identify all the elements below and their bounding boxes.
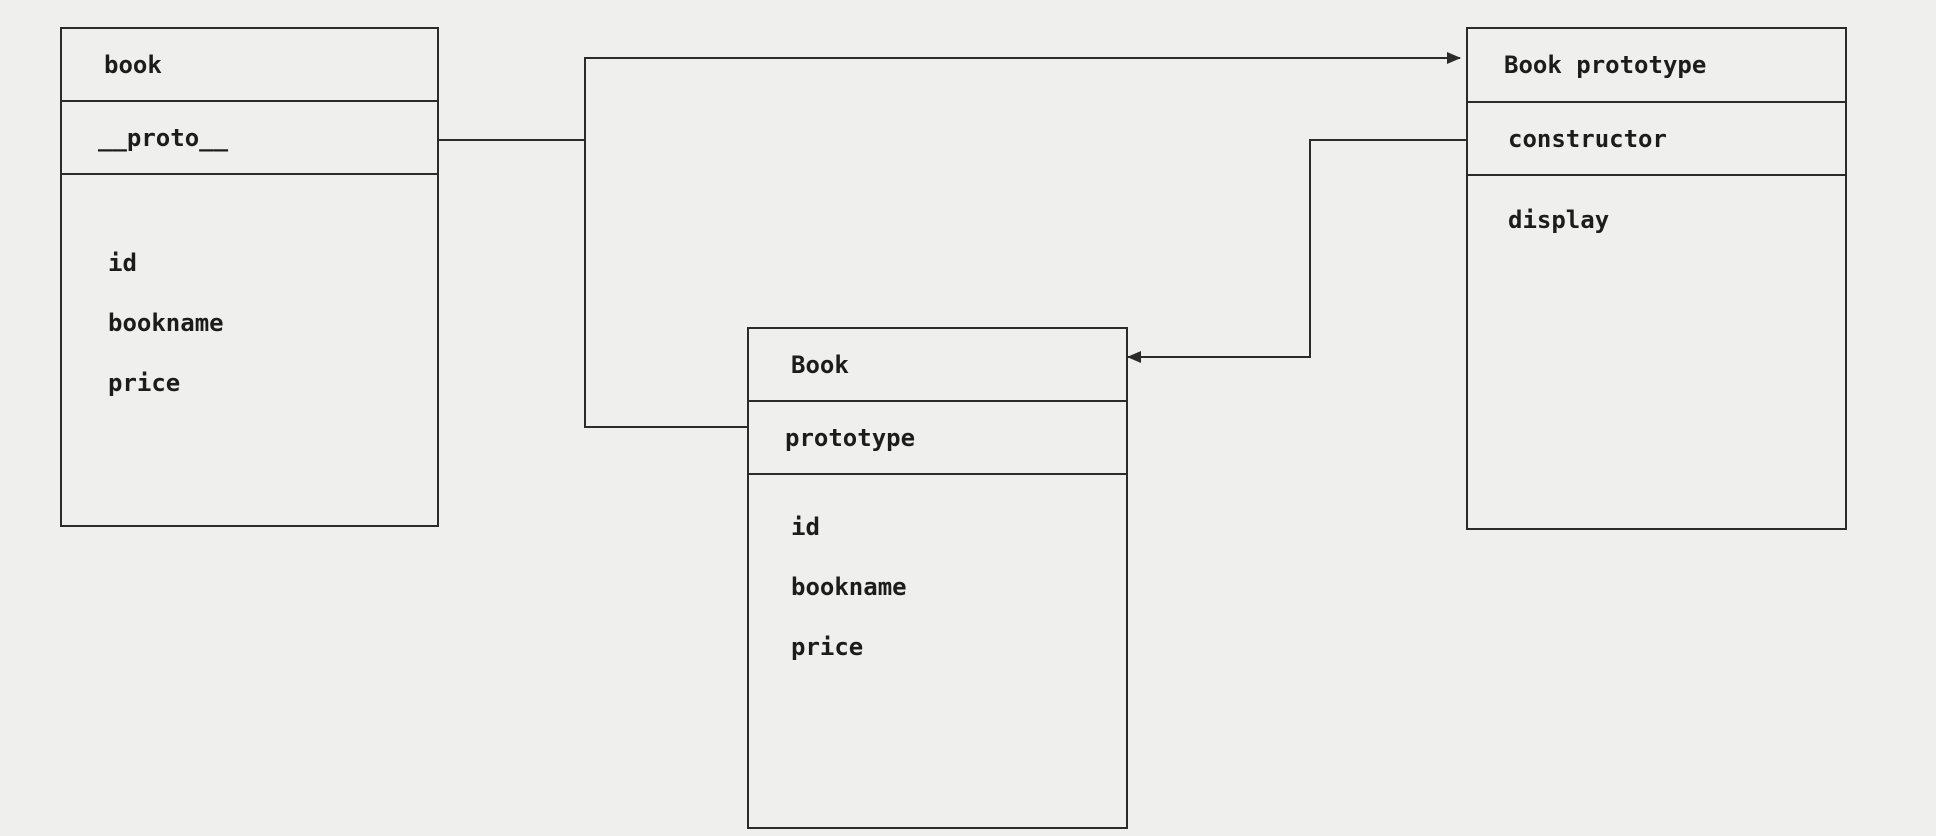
book-prototype-fields: display	[1468, 176, 1845, 528]
field-display: display	[1508, 206, 1610, 234]
book-instance-fields: id bookname price	[62, 175, 437, 525]
constructor-label: constructor	[1508, 124, 1667, 153]
prototype-label: prototype	[785, 423, 916, 452]
book-constructor-fields: id bookname price	[749, 475, 1126, 827]
proto-row: __proto__	[62, 102, 437, 175]
book-constructor-title-row: Book	[749, 329, 1126, 402]
field-id: id	[108, 249, 137, 277]
book-prototype-title-row: Book prototype	[1468, 29, 1845, 103]
proto-label: __proto__	[98, 123, 229, 152]
constructor-to-book-connector	[1127, 139, 1467, 363]
book-constructor-title: Book	[791, 350, 849, 379]
book-instance-box: book __proto__ id bookname price	[60, 27, 439, 527]
book-prototype-title: Book prototype	[1504, 51, 1707, 79]
book-instance-title-row: book	[62, 29, 437, 102]
book-constructor-box: Book prototype id bookname price	[747, 327, 1128, 829]
constructor-row: constructor	[1468, 103, 1845, 176]
prototype-link-connector	[584, 140, 748, 428]
field-bookname: bookname	[108, 309, 224, 337]
field-price: price	[791, 633, 864, 661]
proto-to-prototype-connector	[438, 52, 1461, 141]
prototype-row: prototype	[749, 402, 1126, 475]
field-price: price	[108, 369, 181, 397]
field-bookname: bookname	[791, 573, 907, 601]
book-instance-title: book	[104, 50, 162, 79]
book-prototype-box: Book prototype constructor display	[1466, 27, 1847, 530]
field-id: id	[791, 513, 820, 541]
